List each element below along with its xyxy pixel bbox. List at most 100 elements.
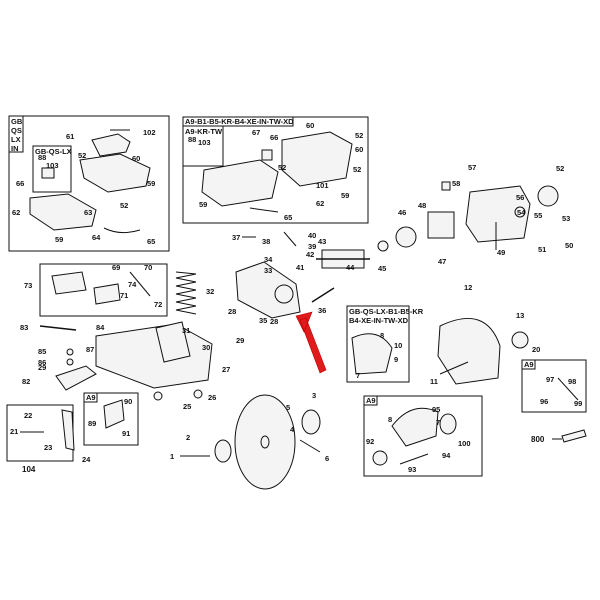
part-number-label: 28 bbox=[228, 307, 236, 316]
part-number-label: 104 bbox=[22, 465, 36, 474]
part-number-label: 30 bbox=[202, 343, 210, 352]
part-number-label: 13 bbox=[516, 311, 524, 320]
part-number-label: 22 bbox=[24, 411, 32, 420]
part-number-label: 52 bbox=[278, 163, 286, 172]
part-number-label: 69 bbox=[112, 263, 120, 272]
part-number-label: 27 bbox=[222, 365, 230, 374]
part-number-label: 800 bbox=[531, 435, 545, 444]
handle-cover-part bbox=[91, 133, 131, 157]
part-number-label: 66 bbox=[16, 179, 24, 188]
base-region: 83 84 85 86 29 87 82 31 30 27 25 26 bbox=[20, 321, 230, 411]
part-number-label: 95 bbox=[432, 405, 440, 414]
part-number-label: 84 bbox=[96, 323, 105, 332]
gearbox-region: 34 33 35 36 28 29 bbox=[228, 255, 335, 374]
part-number-label: 59 bbox=[199, 200, 207, 209]
part-number-label: 52 bbox=[556, 164, 564, 173]
part-number-label: 89 bbox=[88, 419, 96, 428]
part-number-label: 62 bbox=[12, 208, 20, 217]
upper-guard-part bbox=[437, 318, 501, 385]
part-number-label: 60 bbox=[306, 121, 314, 130]
switch-part bbox=[41, 167, 55, 179]
accessory-800-part bbox=[561, 429, 587, 443]
part-number-label: 94 bbox=[442, 451, 451, 460]
part-number-label: 62 bbox=[316, 199, 324, 208]
box-guard-region: GB-QS-LX-B1-B5-KR B4-XE-IN-TW-XD 8 10 9 … bbox=[346, 283, 540, 386]
part-number-label: 59 bbox=[147, 179, 155, 188]
part-number-label: 66 bbox=[270, 133, 278, 142]
hdr-gb: GB bbox=[11, 117, 23, 126]
part-number-label: 103 bbox=[46, 161, 59, 170]
part-number-label: 73 bbox=[24, 281, 32, 290]
part-number-label: 87 bbox=[86, 345, 94, 354]
part-number-label: 92 bbox=[366, 437, 374, 446]
part-number-label: 63 bbox=[84, 208, 92, 217]
part-number-label: 60 bbox=[355, 145, 363, 154]
box-a9-mid-region: A9 95 92 8 7 100 94 93 bbox=[363, 395, 483, 477]
part-number-label: 1 bbox=[170, 452, 174, 461]
box-a9-left-region: A9 90 89 91 bbox=[83, 392, 139, 446]
part-number-label: 37 bbox=[232, 233, 240, 242]
part-number-label: 65 bbox=[284, 213, 292, 222]
part-number-label: 29 bbox=[38, 363, 46, 372]
part-number-label: 60 bbox=[132, 154, 140, 163]
part-number-label: 47 bbox=[438, 257, 446, 266]
part-number-label: 7 bbox=[356, 371, 360, 380]
pivot-bracket-part bbox=[155, 321, 191, 363]
part-number-label: 103 bbox=[198, 138, 211, 147]
part-number-label: 70 bbox=[144, 263, 152, 272]
part-number-label: 20 bbox=[532, 345, 540, 354]
part-number-label: A9 bbox=[86, 393, 96, 402]
part-number-label: 50 bbox=[565, 241, 573, 250]
part-number-label: 93 bbox=[408, 465, 416, 474]
wrench-part bbox=[61, 409, 75, 451]
part-number-label: 45 bbox=[378, 264, 386, 273]
hdr-a9-kr-tw: A9-KR-TW bbox=[185, 127, 223, 136]
part-number-label: 24 bbox=[82, 455, 91, 464]
box-a9-right-region: A9 97 98 96 99 bbox=[521, 359, 587, 413]
blade-region: 2 1 3 4 5 6 bbox=[170, 391, 329, 490]
part-number-label: 88 bbox=[188, 135, 196, 144]
part-number-label: 35 bbox=[259, 316, 267, 325]
part-number-label: 10 bbox=[394, 341, 402, 350]
part-number-label: 53 bbox=[562, 214, 570, 223]
part-number-label: 46 bbox=[398, 208, 406, 217]
part-number-label: GB-QS-LX-B1-B5-KR bbox=[349, 307, 424, 316]
part-number-label: 21 bbox=[10, 427, 18, 436]
part-number-label: 88 bbox=[38, 153, 46, 162]
part-number-label: 52 bbox=[120, 201, 128, 210]
part-number-label: 29 bbox=[236, 336, 244, 345]
part-number-label: 8 bbox=[388, 415, 392, 424]
motor-housing-part bbox=[465, 185, 531, 243]
hdr-in: IN bbox=[11, 144, 19, 153]
armature-region: 45 44 43 42 41 40 39 38 37 bbox=[232, 231, 389, 273]
part-number-label: 74 bbox=[128, 280, 137, 289]
part-number-label: 71 bbox=[120, 291, 128, 300]
handle-body-part bbox=[79, 153, 151, 193]
part-number-label: 25 bbox=[183, 402, 191, 411]
part-number-label: 61 bbox=[66, 132, 74, 141]
extra-label-28: 28 bbox=[270, 317, 278, 326]
part-number-label: 96 bbox=[540, 397, 548, 406]
part-number-label: 39 bbox=[308, 242, 316, 251]
part-number-label: 55 bbox=[534, 211, 542, 220]
hdr-a9-top: A9-B1-B5-KR-B4-XE-IN-TW-XD bbox=[185, 117, 294, 126]
part-number-label: 34 bbox=[264, 255, 273, 264]
spring-part bbox=[175, 271, 197, 315]
part-number-label: 54 bbox=[517, 208, 526, 217]
fan-part bbox=[537, 185, 559, 207]
lower-guard-part bbox=[351, 333, 393, 375]
hdr-lx: LX bbox=[11, 135, 21, 144]
part-number-label: 43 bbox=[318, 237, 326, 246]
part-number-label: 52 bbox=[353, 165, 361, 174]
part-number-label: 31 bbox=[182, 326, 190, 335]
flange-left-part bbox=[214, 439, 232, 463]
part-number-label: 67 bbox=[252, 128, 260, 137]
part-number-label: 101 bbox=[316, 181, 329, 190]
part-number-label: 97 bbox=[546, 375, 554, 384]
part-number-label: 56 bbox=[516, 193, 524, 202]
part-number-label: 26 bbox=[208, 393, 216, 402]
part-number-label: 90 bbox=[124, 397, 132, 406]
handle-a9-alt-part bbox=[281, 131, 353, 187]
